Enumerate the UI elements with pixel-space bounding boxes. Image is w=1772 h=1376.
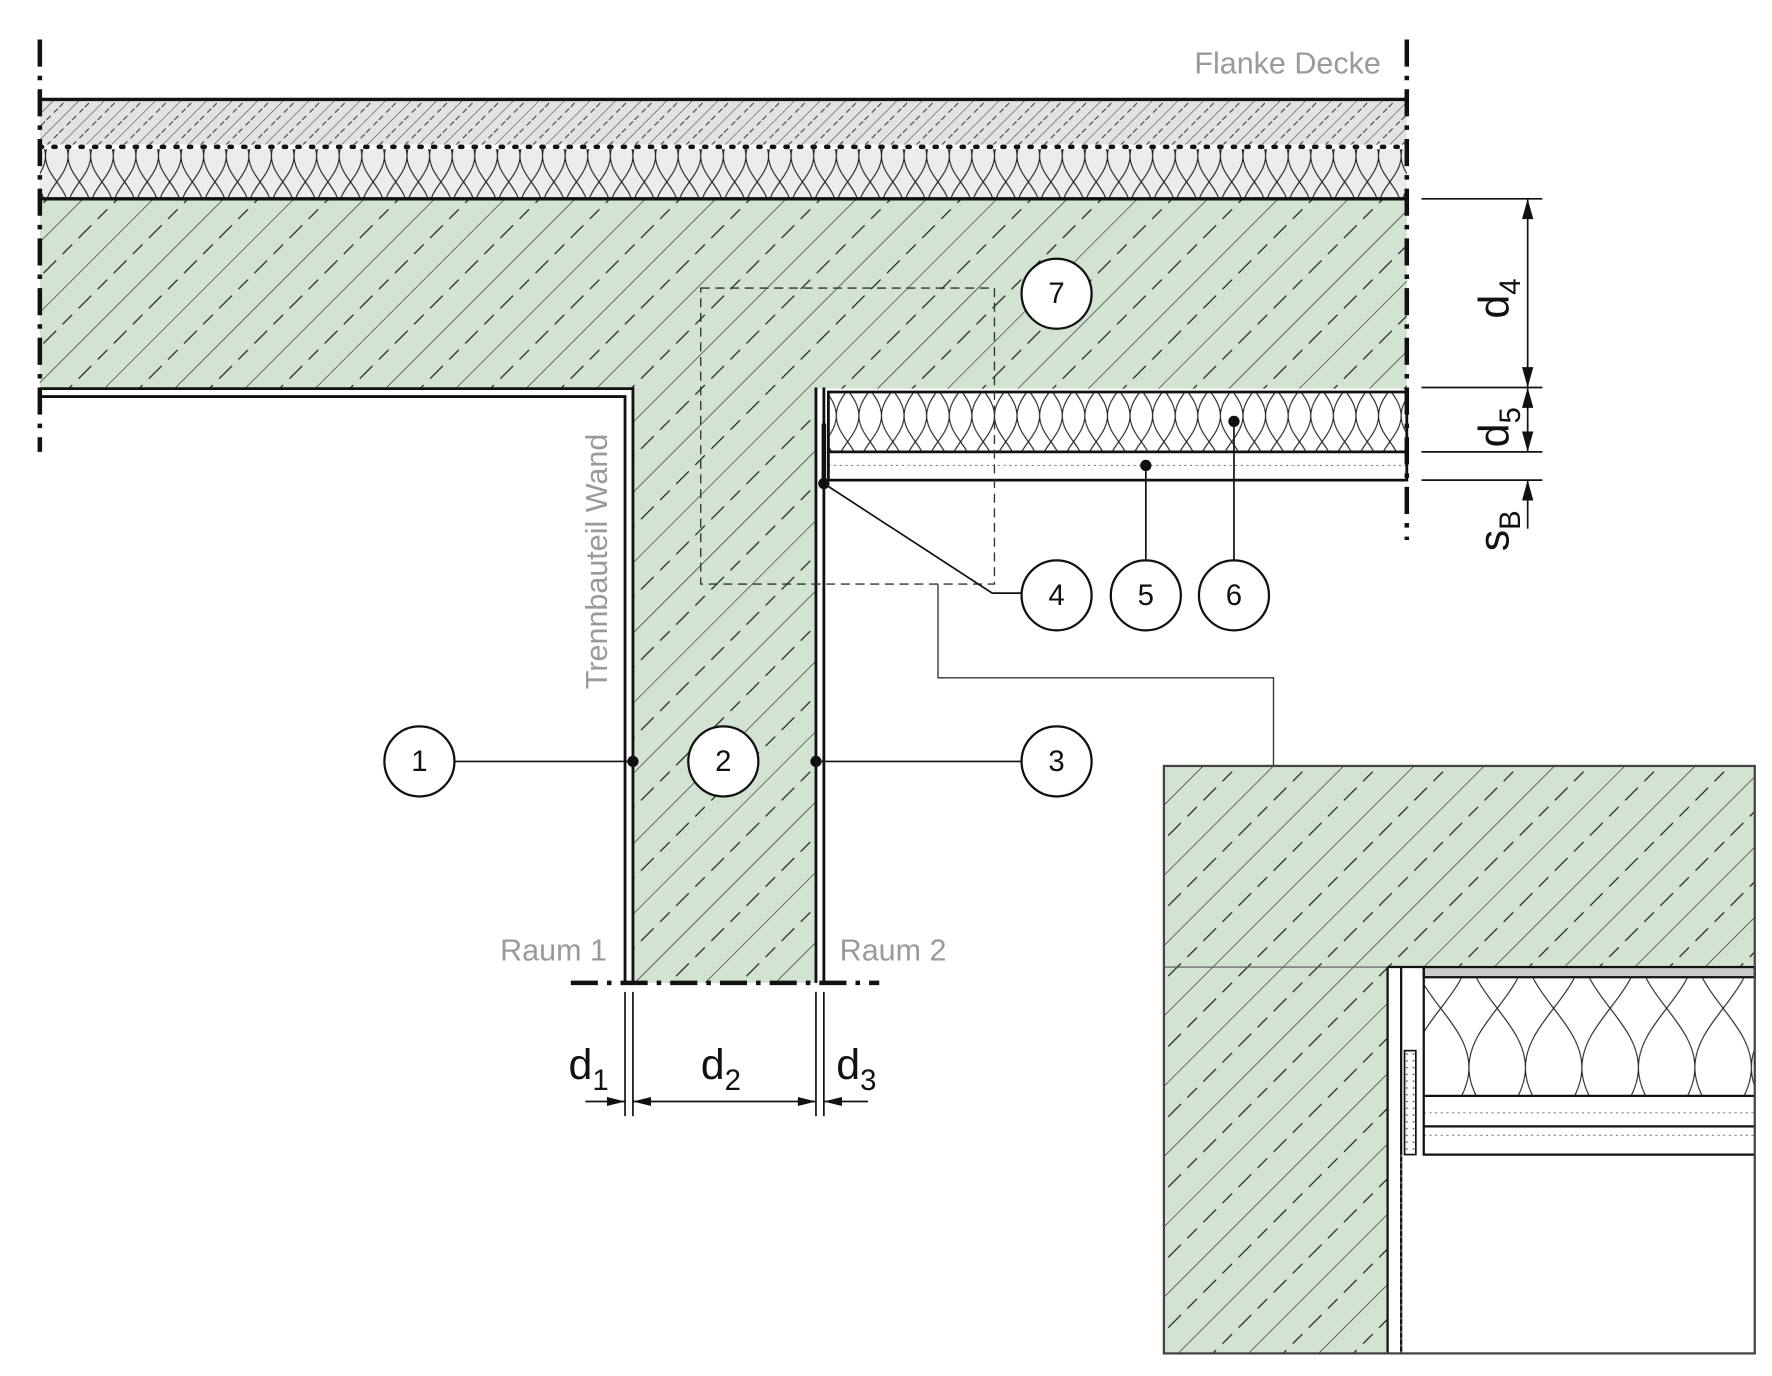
label-flank-ceiling: Flanke Decke — [1194, 46, 1380, 80]
floor-slab — [37, 97, 1410, 389]
marker-6: 6 — [1197, 559, 1271, 632]
dim-d2: d2 — [701, 1041, 741, 1097]
dimension-arrows-right — [1522, 198, 1534, 501]
separating-wall — [39, 387, 826, 983]
label-separating-wall: Trennbauteil Wand — [580, 434, 614, 689]
marker-5: 5 — [1109, 559, 1182, 632]
detail-leader — [937, 584, 1275, 766]
svg-text:2: 2 — [715, 745, 731, 778]
section-boundaries — [37, 39, 1410, 986]
marker-3: 3 — [1020, 725, 1093, 798]
dimension-lines-right — [1421, 197, 1543, 529]
enlarged-detail — [1162, 764, 1756, 1355]
marker-1: 1 — [383, 725, 456, 798]
dimension-lines-bottom — [585, 991, 868, 1117]
svg-text:5: 5 — [1138, 579, 1154, 612]
dim-sB: sB — [1470, 510, 1526, 551]
dimension-arrows-bottom — [606, 1096, 842, 1106]
dim-d3: d3 — [836, 1041, 876, 1097]
marker-2: 2 — [687, 725, 760, 798]
label-room-2: Raum 2 — [840, 933, 947, 967]
leader-dots — [627, 415, 1240, 768]
label-room-1: Raum 1 — [500, 933, 607, 967]
dim-d4: d4 — [1470, 278, 1526, 318]
svg-text:4: 4 — [1048, 579, 1064, 612]
svg-text:6: 6 — [1226, 579, 1242, 612]
dim-d1: d1 — [569, 1041, 609, 1097]
svg-text:3: 3 — [1048, 745, 1064, 778]
detail-marker-box — [700, 287, 996, 585]
leader-lines — [454, 421, 1235, 763]
svg-text:1: 1 — [411, 745, 427, 778]
marker-7: 7 — [1020, 257, 1093, 330]
svg-text:7: 7 — [1048, 277, 1064, 310]
dim-d5: d5 — [1470, 407, 1526, 447]
suspended-ceiling — [821, 390, 1409, 484]
marker-4: 4 — [1020, 559, 1093, 632]
